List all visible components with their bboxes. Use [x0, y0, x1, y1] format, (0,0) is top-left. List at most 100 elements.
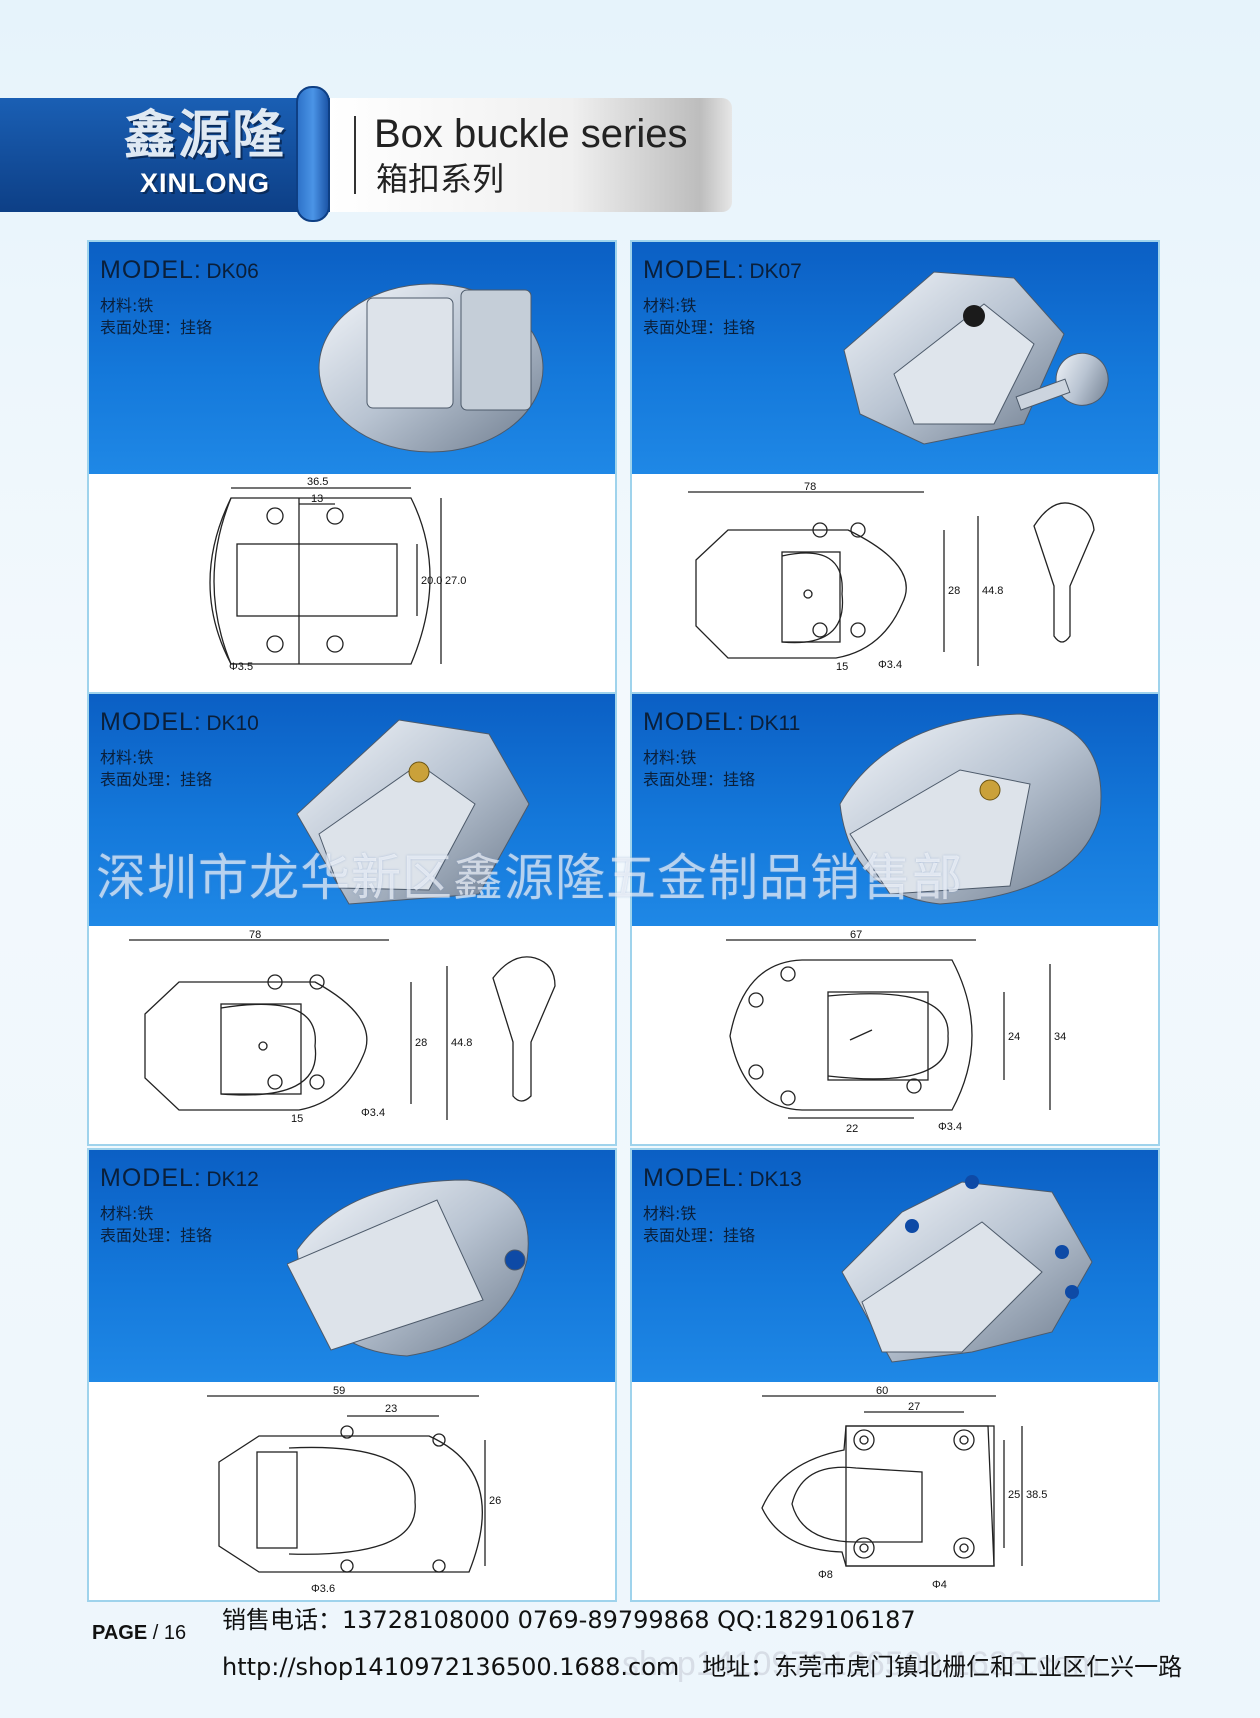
dim-inner-height: 28: [415, 1037, 427, 1049]
finish-text: 表面处理：挂铬: [100, 1226, 213, 1245]
dim-width: 78: [804, 481, 816, 493]
model-number: DK11: [749, 712, 801, 735]
dim-inner-height: 24: [1008, 1031, 1020, 1043]
material-text: 材料:铁: [100, 296, 154, 315]
model-number: DK06: [206, 260, 259, 283]
product-card: MODEL: DK11 材料:铁 表面处理：挂铬 67 24 34 22: [630, 692, 1160, 1146]
product-card: MODEL: DK10 材料:铁 表面处理：挂铬 78 28 44.8 15: [87, 692, 617, 1146]
dim-height: 38.5: [1026, 1489, 1047, 1501]
finish-text: 表面处理：挂铬: [643, 1226, 756, 1245]
watermark-url: shop1410972136500.1688.com: [622, 1645, 1101, 1683]
product-card: MODEL: DK12 材料:铁 表面处理：挂铬 59 23 26 Φ3.6: [87, 1148, 617, 1602]
product-card: MODEL: DK07 材料:铁 表面处理：挂铬 78 28 44.8 15: [630, 240, 1160, 694]
contact-line: 销售电话：13728108000 0769-89799868 QQ:182910…: [222, 1606, 916, 1634]
product-photo-area: MODEL: DK11 材料:铁 表面处理：挂铬: [632, 694, 1158, 926]
model-heading: MODEL: DK11: [643, 708, 801, 736]
model-label: MODEL: [643, 708, 737, 736]
dim-hole-spacing: 15: [291, 1113, 303, 1125]
model-heading: MODEL: DK12: [100, 1164, 259, 1192]
technical-drawing: 78 28 44.8 15 Φ3.4: [89, 926, 615, 1144]
buckle-photo: [843, 271, 1109, 445]
model-label: MODEL: [100, 708, 194, 736]
dim-height: 34: [1054, 1031, 1066, 1043]
product-photo-area: MODEL: DK13 材料:铁 表面处理：挂铬: [632, 1150, 1158, 1382]
dim-hole-spacing: 22: [846, 1123, 858, 1135]
product-photo-area: MODEL: DK12 材料:铁 表面处理：挂铬: [89, 1150, 615, 1382]
technical-drawing: 36.5 13 20.0 27.0 Φ3.5: [89, 474, 615, 692]
dim-hole-spacing: 27: [908, 1401, 920, 1413]
dim-height: 26: [489, 1495, 501, 1507]
brand-cn: 鑫源隆: [123, 105, 286, 166]
model-label: MODEL: [100, 1164, 194, 1192]
dim-width: 36.5: [307, 476, 328, 488]
dim-hole-dia: Φ3.5: [229, 661, 253, 673]
buckle-photo: [287, 1179, 529, 1357]
model-number: DK07: [749, 260, 802, 283]
model-number: DK10: [206, 712, 259, 735]
address-line: http://shop1410972136500.1688.com 地址：东莞市…: [222, 1647, 1182, 1682]
dim-width: 67: [850, 929, 862, 941]
dim-width: 78: [249, 929, 261, 941]
product-photo-area: MODEL: DK07 材料:铁 表面处理：挂铬: [632, 242, 1158, 474]
finish-text: 表面处理：挂铬: [100, 770, 213, 789]
dim-hole-dia: Φ3.4: [361, 1107, 385, 1119]
material-text: 材料:铁: [643, 748, 697, 767]
product-photo-area: MODEL: DK10 材料:铁 表面处理：挂铬: [89, 694, 615, 926]
dim-height: 44.8: [982, 585, 1003, 597]
dim-hole-spacing: 13: [311, 493, 323, 505]
dim-width: 59: [333, 1385, 345, 1397]
buckle-photo: [839, 713, 1102, 905]
header-blue-band: [0, 98, 330, 212]
model-heading: MODEL: DK13: [643, 1164, 802, 1192]
material-text: 材料:铁: [100, 1204, 154, 1223]
model-number: DK13: [749, 1168, 802, 1191]
page-number: PAGE / 16: [92, 1622, 186, 1645]
address-text: 地址：东莞市虎门镇北栅仁和工业区仁兴一路: [702, 1653, 1183, 1681]
brand-logo: 鑫源隆 XINLONG: [100, 104, 310, 204]
dim-hole-dia: Φ3.4: [938, 1121, 962, 1133]
product-card: MODEL: DK06 材料:铁 表面处理：挂铬 36.5 13 20.0 27…: [87, 240, 617, 694]
product-card: MODEL: DK13 材料:铁 表面处理：挂铬 60 27 25 38.5: [630, 1148, 1160, 1602]
finish-text: 表面处理：挂铬: [643, 770, 756, 789]
shop-url-link[interactable]: http://shop1410972136500.1688.com: [222, 1653, 680, 1681]
finish-text: 表面处理：挂铬: [100, 318, 213, 337]
dim-small-hole-dia: Φ4: [932, 1579, 947, 1591]
buckle-photo: [296, 719, 530, 905]
watermark-text: 深圳市龙华新区鑫源隆五金制品销售部: [96, 849, 963, 907]
page-subtitle: 箱扣系列: [376, 160, 505, 198]
dim-hole-dia: Φ3.6: [311, 1583, 335, 1595]
material-text: 材料:铁: [643, 296, 697, 315]
dim-hole-dia: Φ3.4: [878, 659, 902, 671]
header-divider: [354, 116, 356, 194]
dim-inner-height: 25: [1008, 1489, 1020, 1501]
technical-drawing: 67 24 34 22 Φ3.4: [632, 926, 1158, 1144]
finish-text: 表面处理：挂铬: [643, 318, 756, 337]
buckle-photo: [841, 1175, 1093, 1363]
brand-en: XINLONG: [139, 168, 270, 198]
model-number: DK12: [206, 1168, 259, 1191]
header-title-band: [330, 98, 732, 212]
model-heading: MODEL: DK06: [100, 256, 259, 284]
buckle-photo: [318, 283, 544, 453]
header-pill: [296, 86, 330, 222]
page-label: PAGE: [92, 1622, 148, 1644]
page-title: Box buckle series: [374, 112, 688, 156]
model-label: MODEL: [643, 1164, 737, 1192]
dim-hole-spacing: 15: [836, 661, 848, 673]
technical-drawing: 59 23 26 Φ3.6: [89, 1382, 615, 1600]
technical-drawing: 60 27 25 38.5 Φ8 Φ4: [632, 1382, 1158, 1600]
dim-hole-spacing: 23: [385, 1403, 397, 1415]
dim-inner-height: 28: [948, 585, 960, 597]
model-label: MODEL: [643, 256, 737, 284]
dim-height: 44.8: [451, 1037, 472, 1049]
material-text: 材料:铁: [643, 1204, 697, 1223]
model-label: MODEL: [100, 256, 194, 284]
model-heading: MODEL: DK07: [643, 256, 802, 284]
product-photo-area: MODEL: DK06 材料:铁 表面处理：挂铬: [89, 242, 615, 474]
dim-large-hole-dia: Φ8: [818, 1569, 833, 1581]
technical-drawing: 78 28 44.8 15 Φ3.4: [632, 474, 1158, 692]
model-heading: MODEL: DK10: [100, 708, 259, 736]
dim-inner-height: 20.0: [421, 575, 442, 587]
page-count: / 16: [152, 1622, 187, 1644]
dim-width: 60: [876, 1385, 888, 1397]
